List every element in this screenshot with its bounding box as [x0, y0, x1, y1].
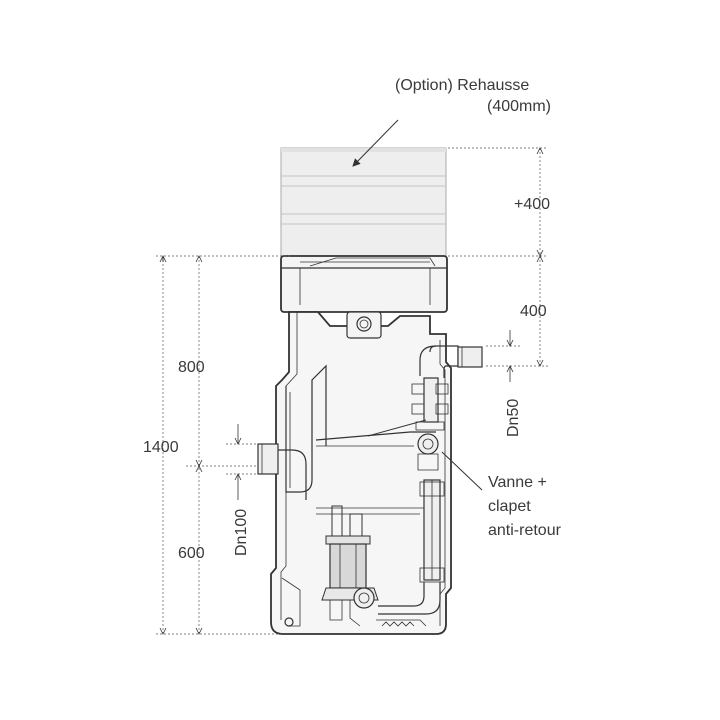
dim-800-label: 800: [178, 359, 205, 376]
dn100-label: Dn100: [233, 509, 250, 556]
valve-label-line2: clapet: [488, 498, 531, 515]
valve-label-line3: anti-retour: [488, 522, 562, 539]
option-label-line2: (400mm): [487, 98, 551, 115]
option-label-line1: (Option) Rehausse: [395, 77, 529, 94]
tank-lid: [281, 256, 447, 312]
valve-label-line1: Vanne +: [488, 474, 547, 491]
dim-600-label: 600: [178, 545, 205, 562]
dim-plus400-label: +400: [514, 196, 550, 213]
dim-1400-label: 1400: [143, 439, 179, 456]
inspection-socket: [347, 312, 381, 338]
dim-400-label: 400: [520, 303, 547, 320]
extension-riser: [281, 148, 446, 258]
dn50-label: Dn50: [505, 399, 522, 437]
